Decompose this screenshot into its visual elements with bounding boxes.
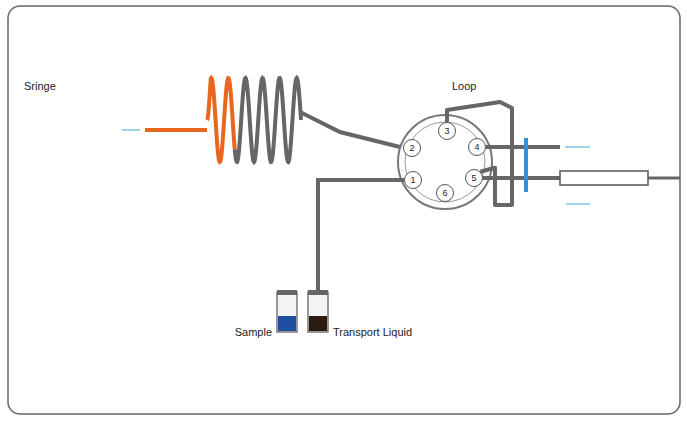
valve-port: 6 <box>436 184 454 202</box>
part-label: Sringe <box>24 80 56 92</box>
coil-gray <box>235 78 301 162</box>
column-outlet <box>648 177 680 180</box>
port-number: 1 <box>410 176 415 185</box>
port-number: 6 <box>442 189 447 198</box>
transport-vial <box>308 290 328 332</box>
syringe-tube <box>300 112 404 148</box>
syringe-coil <box>207 78 301 162</box>
valve-port: 4 <box>468 138 486 156</box>
outlet-tube <box>486 145 560 149</box>
part-label: Transport Liquid <box>333 326 412 338</box>
valve-port: 3 <box>438 122 456 140</box>
syringe-mark <box>122 129 140 131</box>
sample-vial <box>277 290 297 332</box>
column <box>560 171 648 185</box>
frame <box>8 6 680 414</box>
coil-orange <box>207 78 235 162</box>
part-label: Loop <box>452 80 476 92</box>
port-number: 2 <box>409 144 414 153</box>
port-number: 3 <box>444 127 449 136</box>
sample-loop <box>447 102 512 205</box>
transport-tube <box>318 180 404 292</box>
column-mark <box>566 203 590 205</box>
valve-port: 1 <box>404 171 422 189</box>
port-number: 5 <box>471 174 476 183</box>
blue-band <box>524 138 528 192</box>
valve-port: 2 <box>403 139 421 157</box>
outlet-mark <box>565 146 590 148</box>
port-number: 4 <box>474 143 479 152</box>
syringe-plunger <box>145 128 207 132</box>
valve-port: 5 <box>465 169 483 187</box>
valve-stator <box>398 115 492 209</box>
part-label: Sample <box>235 326 272 338</box>
valve-rotor <box>405 122 485 202</box>
